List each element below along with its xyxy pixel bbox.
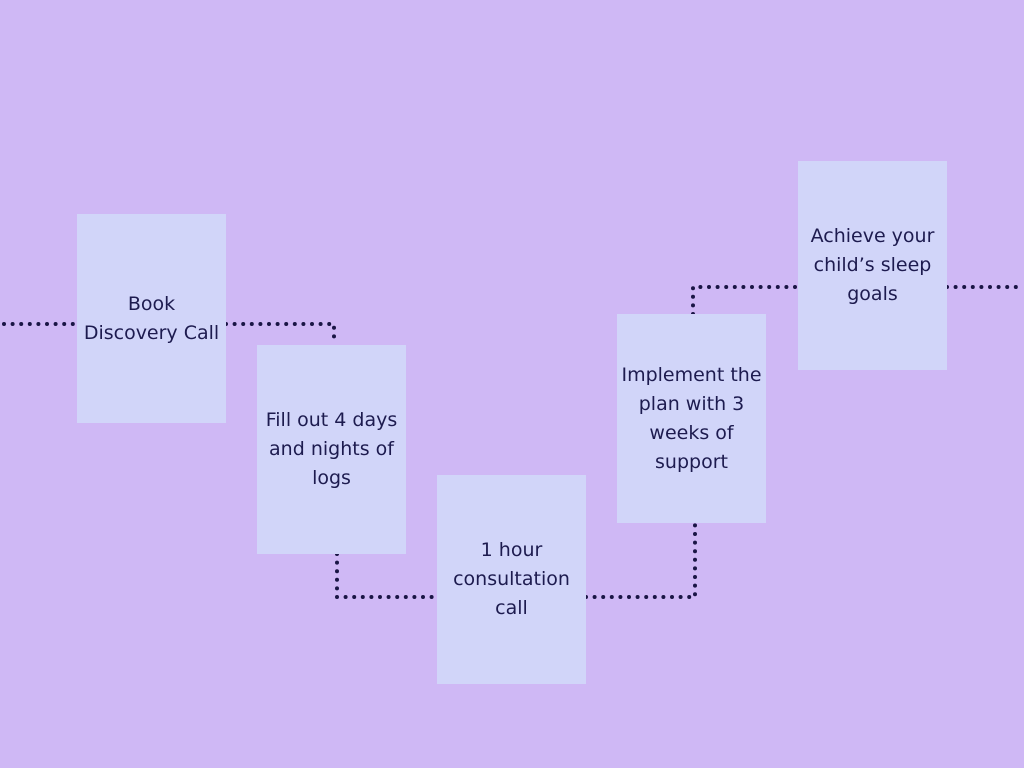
- step-label: Fill out 4 days and nights of logs: [265, 409, 398, 489]
- connector-4-5: [691, 285, 800, 316]
- connector-3-4: [584, 522, 697, 599]
- connector-1-2: [224, 322, 336, 347]
- step-label: Implement the plan with 3 weeks of suppo…: [621, 363, 762, 473]
- step-label: Book Discovery Call: [83, 292, 220, 344]
- connector-2-3: [335, 552, 439, 599]
- step-card-fill-out-logs: Fill out 4 days and nights of logs: [257, 345, 406, 554]
- step-card-consultation-call: 1 hour consultation call: [437, 475, 586, 684]
- step-card-achieve-goals: Achieve your child’s sleep goals: [798, 161, 947, 370]
- step-label: 1 hour consultation call: [453, 539, 570, 619]
- step-card-book-discovery-call: Book Discovery Call: [77, 214, 226, 423]
- step-label: Achieve your child’s sleep goals: [810, 225, 935, 305]
- step-card-implement-plan: Implement the plan with 3 weeks of suppo…: [617, 314, 766, 523]
